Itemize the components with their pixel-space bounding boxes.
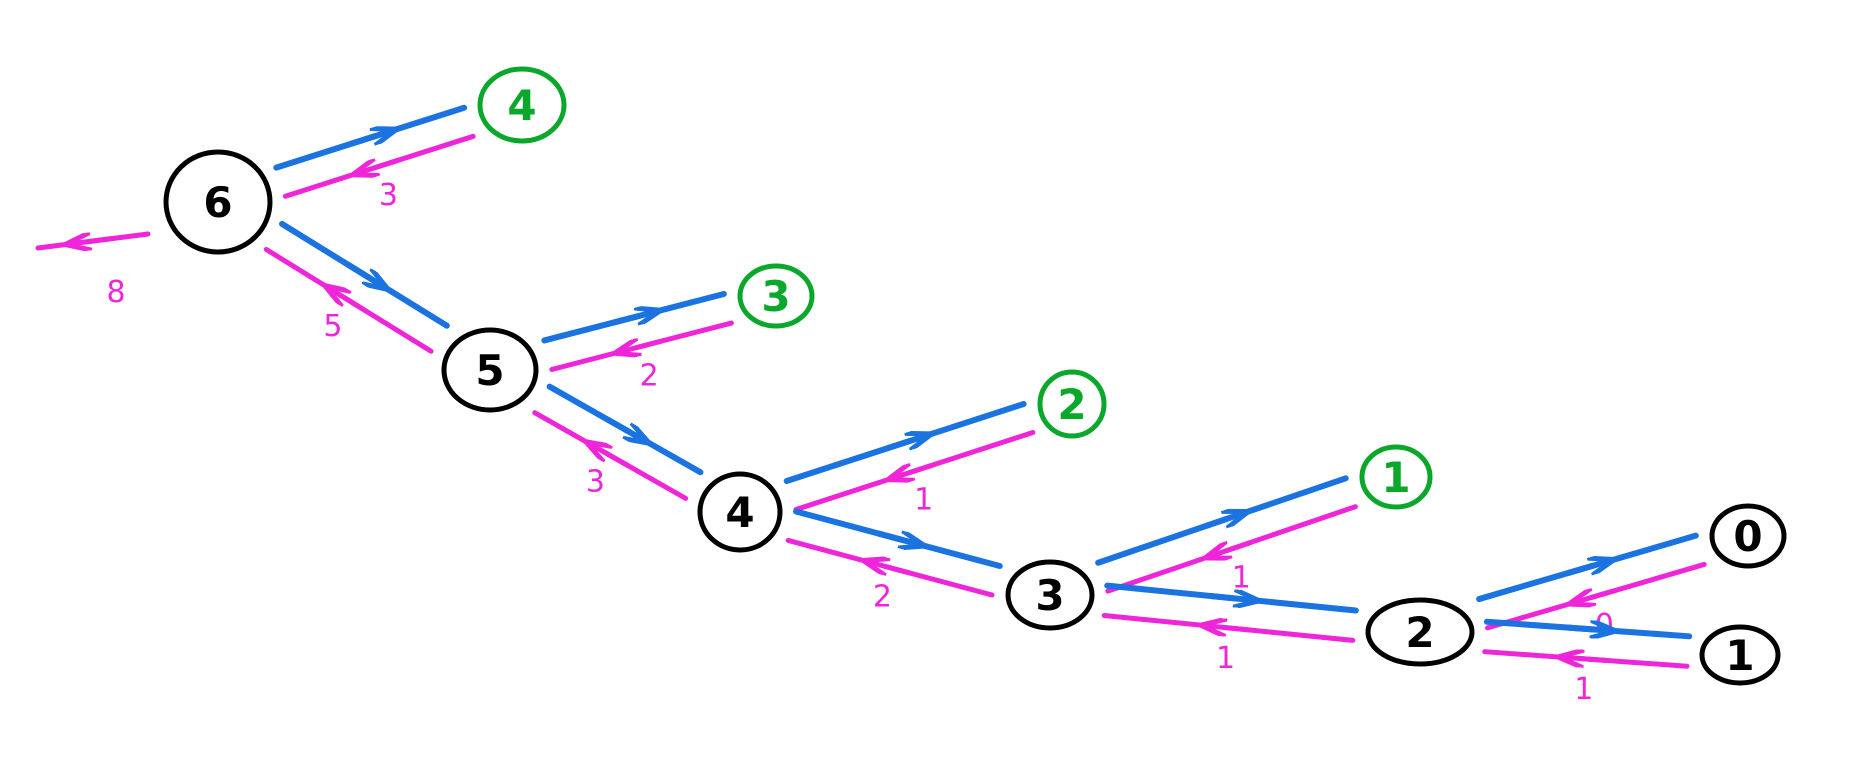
return-arrow-head [605,453,629,468]
return-value-label: 2 [873,580,892,615]
return-value-label: 0 [1595,608,1614,643]
node-leaf-l1: 1 [1359,444,1433,510]
node-inner-n3: 3 [1005,559,1095,631]
node-label: 6 [203,178,232,227]
node-base-b1: 1 [1699,624,1781,686]
call-arrow-head [1567,628,1594,630]
return-arrow-head [636,341,662,348]
return-arrow-head [1223,627,1249,630]
node-label: 1 [1725,631,1754,680]
return-arrow-head [909,462,935,473]
return-value-label: 2 [640,358,659,393]
return-value-label: 3 [379,178,398,213]
node-circle [163,149,273,255]
node-label: 3 [761,272,790,321]
root-return-arrow-head [87,238,114,241]
return-arrow-head [374,157,400,168]
node-circle [737,263,815,329]
node-label: 5 [475,346,504,395]
node-inner-n5: 5 [441,327,539,413]
call-arrow-head [1202,519,1228,530]
node-inner-n2: 2 [1365,597,1475,667]
return-arrow-head [1580,659,1607,661]
return-arrow-head [1590,591,1616,598]
node-leaf-l4: 4 [477,66,567,144]
node-label: 2 [1405,608,1434,657]
return-value-label: 1 [1232,560,1251,595]
node-leaf-l2: 2 [1037,369,1107,439]
call-arrow-head [1211,596,1238,599]
node-label: 4 [507,81,536,130]
return-value-label: 5 [323,309,342,344]
node-label: 1 [1381,453,1410,502]
return-arrow-head [1226,540,1252,550]
call-arrow-head [606,416,631,433]
node-label: 0 [1733,512,1762,561]
return-value-label: 1 [1216,641,1235,676]
nodes-layer: 6 5 4 3 2 4 3 2 1 0 1 [163,66,1787,686]
return-value-label: 1 [914,483,933,518]
node-label: 3 [1035,571,1064,620]
node-base-b0: 0 [1709,503,1787,569]
node-circle [1365,597,1475,667]
call-arrow-head [350,136,376,147]
node-circle [1037,369,1107,439]
node-inner-n4: 4 [697,471,783,553]
return-arrow-head [344,297,367,313]
call-arrow-head [345,261,369,278]
return-arrow-head [884,566,911,573]
node-circle [1359,444,1433,510]
call-arrow-head [1567,566,1593,576]
node-label: 4 [725,488,754,537]
node-leaf-l3: 3 [737,263,815,329]
node-label: 2 [1057,380,1086,429]
call-arrow-head [613,316,640,323]
node-circle [477,66,567,144]
node-circle [1709,503,1787,569]
node-circle [1699,624,1781,686]
node-circle [1005,559,1095,631]
call-arrow-head [877,534,904,541]
node-inner-n6: 6 [163,149,273,255]
root-return-value-label: 8 [106,275,125,310]
return-value-label: 1 [1574,672,1593,707]
call-arrow-head [885,441,911,452]
return-value-label: 3 [586,465,605,500]
node-circle [441,327,539,413]
node-circle [697,471,783,553]
